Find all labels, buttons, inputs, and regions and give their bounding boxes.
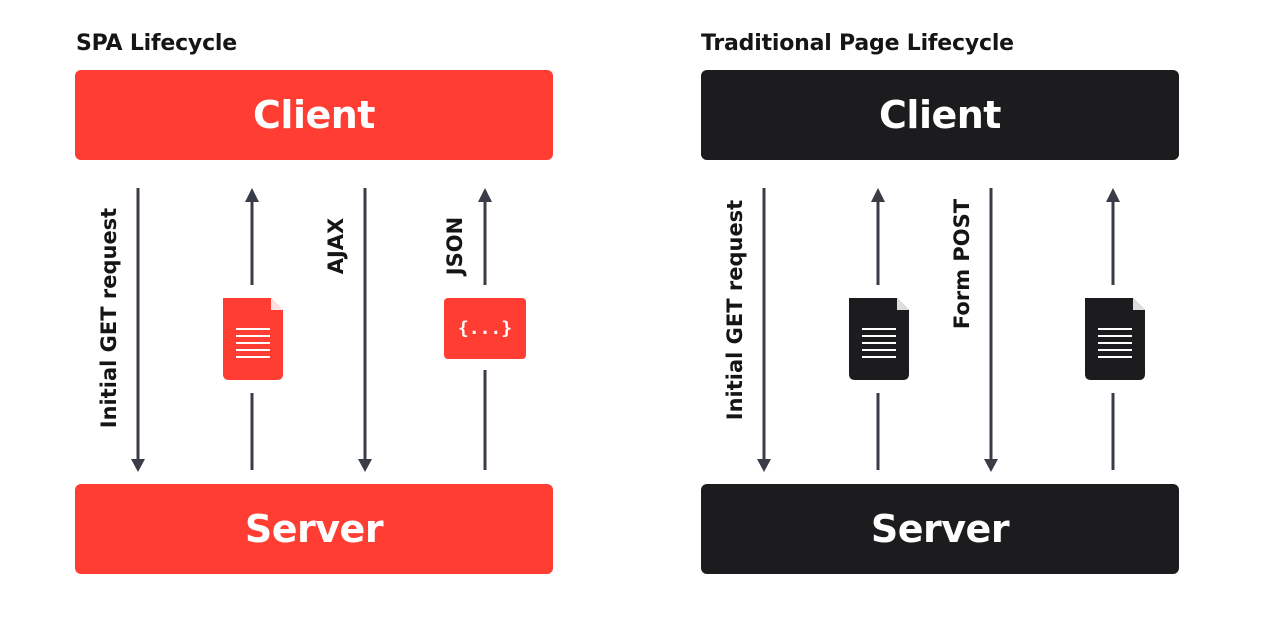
traditional-initial-get-label: Initial GET request bbox=[723, 199, 747, 421]
spa-ajax-arrow bbox=[358, 188, 372, 472]
traditional-form-post-arrow bbox=[984, 188, 998, 472]
spa-document-icon bbox=[223, 298, 283, 380]
spa-client-box: Client bbox=[75, 70, 553, 160]
spa-client-label: Client bbox=[253, 93, 375, 137]
spa-server-label: Server bbox=[244, 507, 384, 551]
spa-json-arrow bbox=[478, 188, 492, 470]
spa-lifecycle-panel: SPA Lifecycle Client bbox=[75, 0, 553, 624]
traditional-initial-get-arrow bbox=[757, 188, 771, 472]
spa-title: SPA Lifecycle bbox=[76, 31, 237, 56]
spa-json-icon bbox=[444, 298, 526, 359]
traditional-server-box: Server bbox=[701, 484, 1179, 574]
spa-html-response-arrow bbox=[245, 188, 259, 470]
spa-initial-get-arrow bbox=[131, 188, 145, 472]
spa-ajax-label: AJAX bbox=[324, 217, 348, 275]
traditional-server-label: Server bbox=[870, 507, 1010, 551]
traditional-form-post-label: Form POST bbox=[950, 198, 974, 330]
traditional-title: Traditional Page Lifecycle bbox=[701, 31, 1014, 56]
spa-flow-diagram bbox=[131, 188, 526, 472]
traditional-html-response-arrow bbox=[871, 188, 885, 470]
traditional-document-icon bbox=[849, 298, 909, 380]
spa-initial-get-label: Initial GET request bbox=[97, 207, 121, 429]
spa-json-label: JSON bbox=[443, 216, 467, 276]
spa-json-icon-text: {...} bbox=[457, 318, 513, 339]
traditional-client-box: Client bbox=[701, 70, 1179, 160]
spa-server-box: Server bbox=[75, 484, 553, 574]
traditional-client-label: Client bbox=[879, 93, 1001, 137]
traditional-flow-diagram bbox=[757, 188, 1145, 472]
traditional-document-icon-2 bbox=[1085, 298, 1145, 380]
traditional-page-response-arrow bbox=[1106, 188, 1120, 470]
traditional-lifecycle-panel: Traditional Page Lifecycle Client bbox=[701, 0, 1179, 624]
